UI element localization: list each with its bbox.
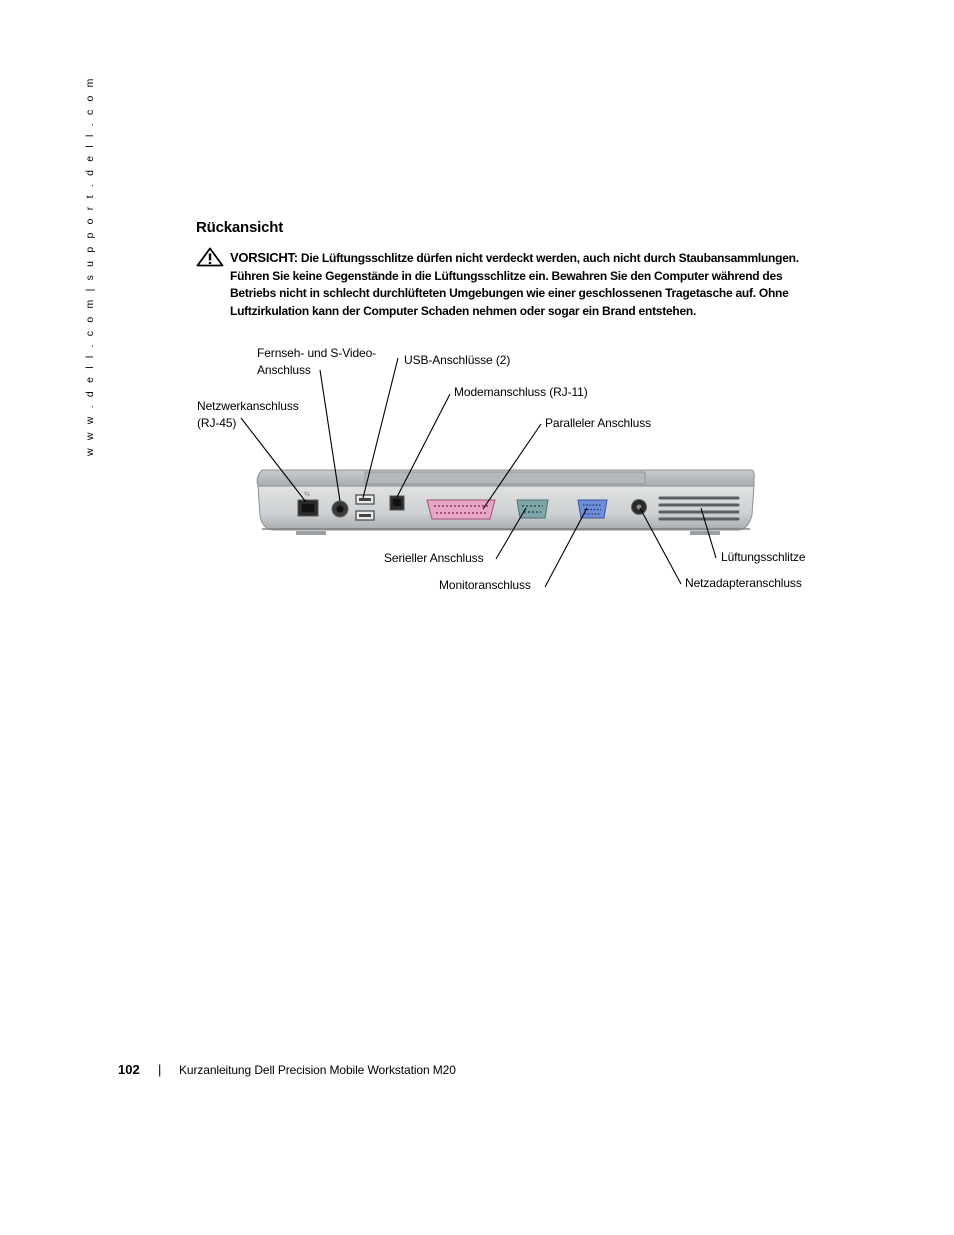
- callout-tv-line1: Fernseh- und S-Video-: [257, 346, 377, 360]
- leader-lines: [240, 357, 717, 588]
- callout-power: Netzadapteranschluss: [685, 576, 802, 590]
- svg-text:⇆: ⇆: [304, 490, 310, 498]
- callout-usb: USB-Anschlüsse (2): [404, 353, 511, 367]
- usb-ports: [355, 494, 375, 521]
- warning-label: VORSICHT:: [230, 250, 298, 265]
- hinge: [364, 471, 646, 485]
- parallel-port: [426, 499, 496, 520]
- warning-text: Die Lüftungsschlitze dürfen nicht verdec…: [230, 251, 799, 318]
- page-number: 102: [118, 1062, 140, 1077]
- warning-paragraph: VORSICHT: Die Lüftungsschlitze dürfen ni…: [230, 249, 830, 320]
- power-port: [631, 499, 647, 515]
- callout-tv-svideo: Fernseh- und S-Video- Anschluss: [257, 345, 376, 379]
- callout-modem: Modemanschluss (RJ-11): [454, 385, 588, 399]
- footer-title: Kurzanleitung Dell Precision Mobile Work…: [179, 1063, 456, 1077]
- callout-monitor: Monitoranschluss: [439, 578, 531, 592]
- svideo-port: [331, 500, 349, 518]
- section-heading: Rückansicht: [196, 219, 283, 236]
- callout-network-line2: (RJ-45): [197, 416, 237, 430]
- network-port: ⇆: [297, 490, 319, 517]
- warning-triangle-icon: [196, 247, 224, 267]
- laptop-body: [257, 485, 755, 531]
- footer-separator: |: [158, 1062, 162, 1077]
- callout-vents: Lüftungsschlitze: [721, 550, 806, 564]
- callout-tv-line2: Anschluss: [257, 363, 311, 377]
- monitor-port: [577, 499, 608, 519]
- modem-port: [389, 495, 405, 511]
- air-vents: [658, 496, 740, 521]
- callout-parallel: Paralleler Anschluss: [545, 416, 652, 430]
- callout-serial: Serieller Anschluss: [384, 551, 484, 565]
- serial-port: [516, 499, 549, 519]
- callout-network-line1: Netzwerkanschluss: [197, 399, 299, 413]
- laptop-rear-diagram: ⇆: [240, 357, 755, 588]
- callout-network: Netzwerkanschluss (RJ-45): [197, 398, 299, 432]
